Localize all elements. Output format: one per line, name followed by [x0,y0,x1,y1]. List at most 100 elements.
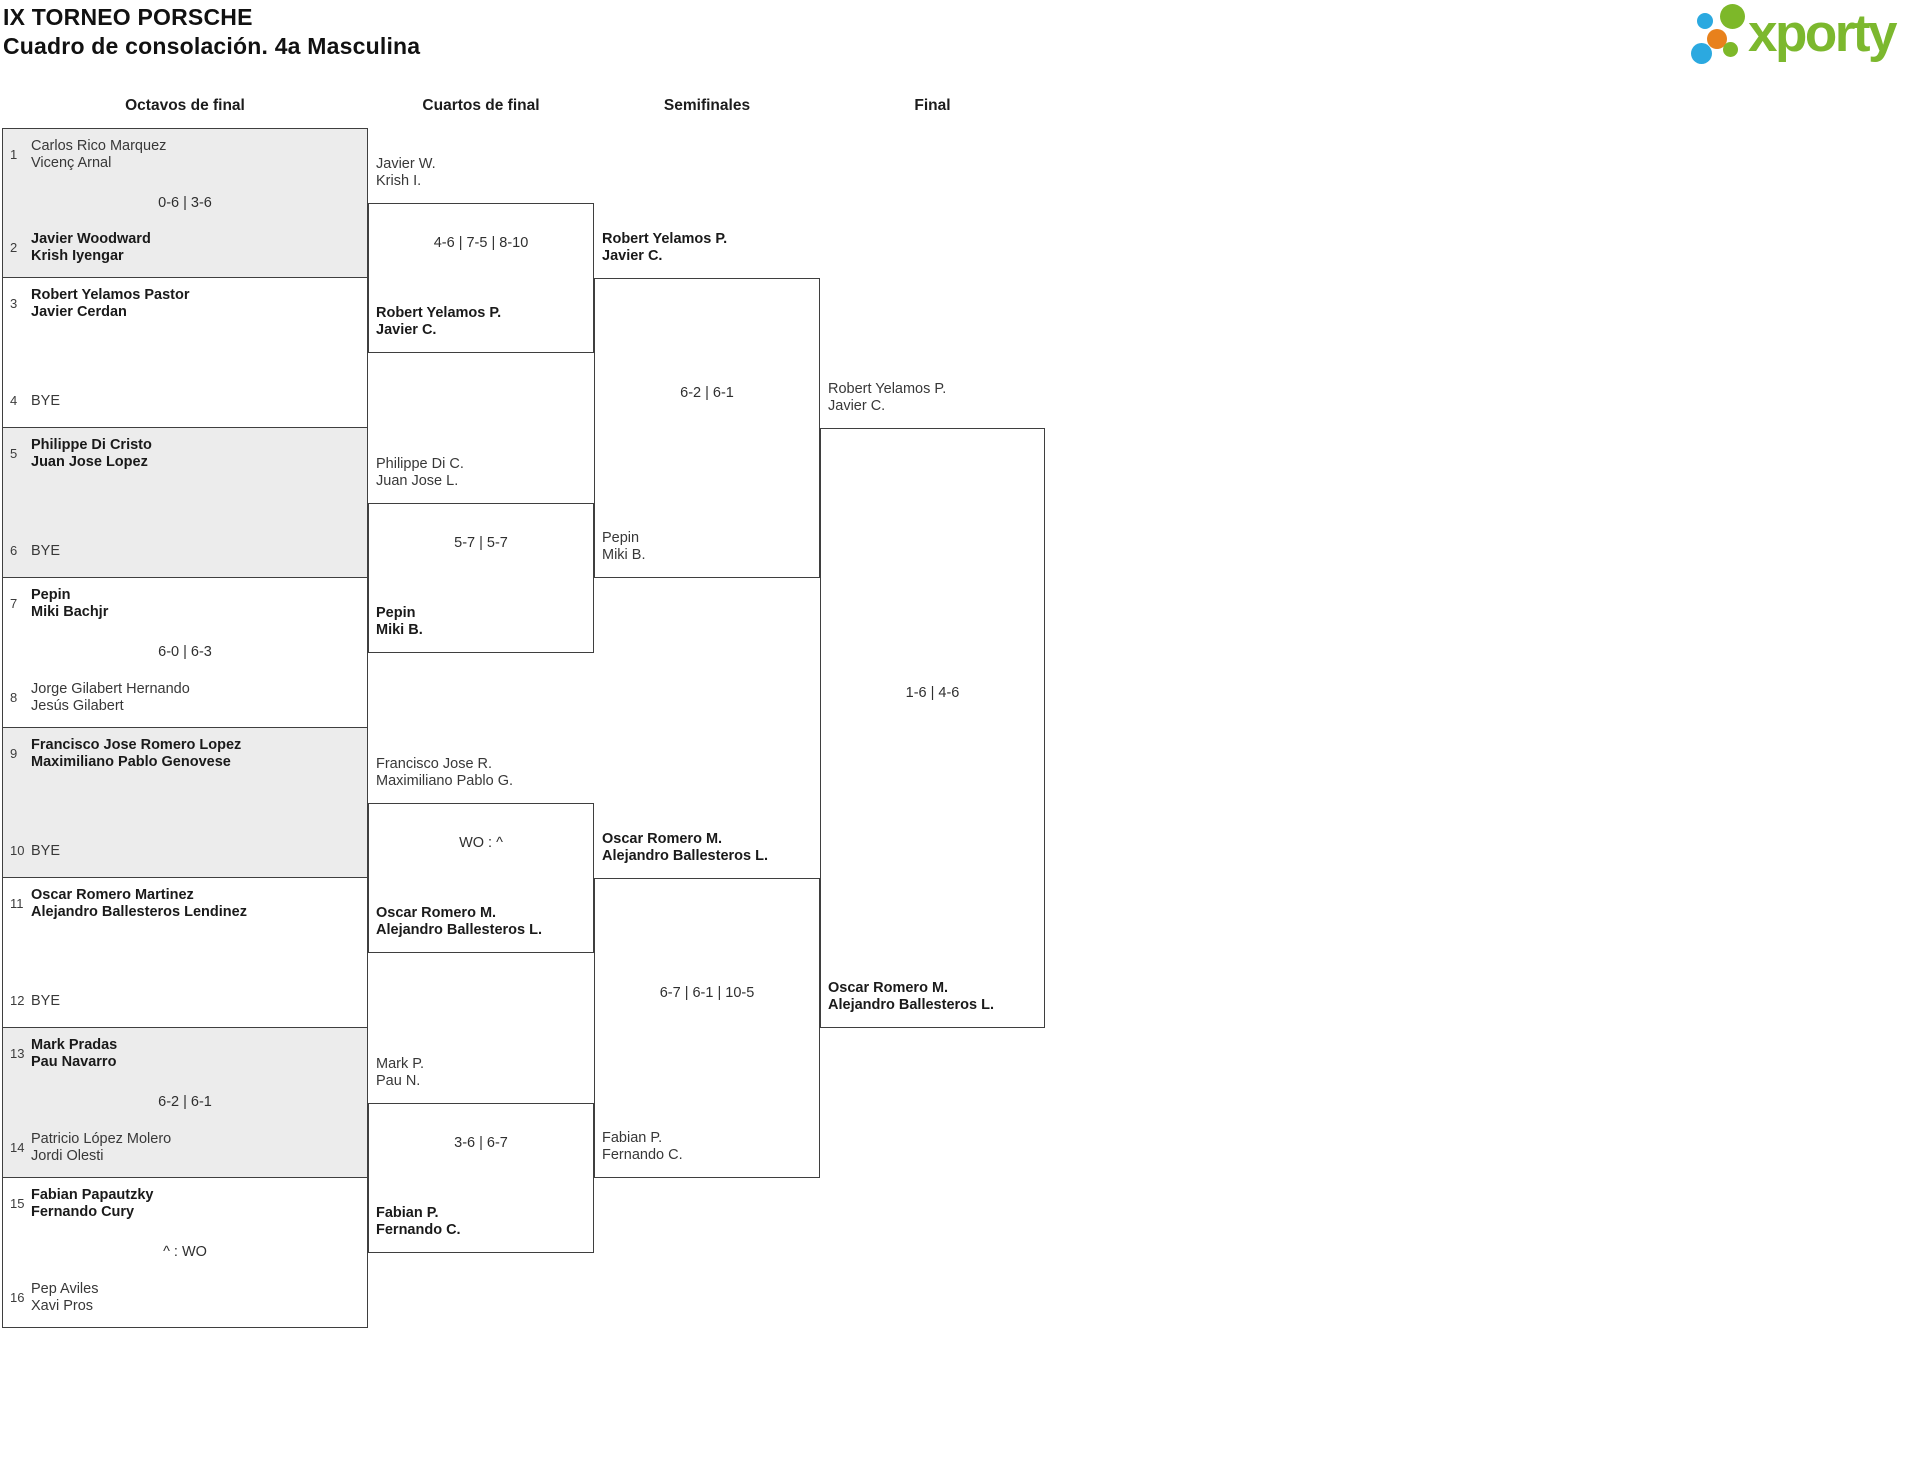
player-name: Javier Cerdan [31,303,127,320]
logo-dot-blue-small-icon [1697,13,1713,29]
player-name: Philippe Di Cristo [31,437,152,453]
match-octavos-4: 7 Pepin Miki Bachjr 6-0 | 6-3 8 Jorge Gi… [2,578,368,728]
player-name: Fernando C. [602,1146,683,1163]
player-name: Philippe Di C. [376,456,464,472]
logo-dot-green-small-icon [1723,42,1738,57]
match-cuartos-2: Philippe Di C. Juan Jose L. 5-7 | 5-7 Pe… [368,456,594,653]
match-octavos-1: 1 Carlos Rico Marquez Vicenç Arnal 0-6 |… [2,128,368,278]
match-score: 6-7 | 6-1 | 10-5 [659,985,755,1001]
match-final: Robert Yelamos P. Javier C. 1-6 | 4-6 Os… [820,381,1045,1028]
team-names: Pepin Miki B. [376,605,423,638]
team-names: BYE [31,543,60,560]
team-names: Robert Yelamos P. Javier C. [828,381,946,414]
team-names: Jorge Gilabert Hernando Jesús Gilabert [31,681,190,714]
player-name: Miki Bachjr [31,603,109,620]
team-names: Mark Pradas Pau Navarro [31,1037,117,1070]
team-names: Oscar Romero M. Alejandro Ballesteros L. [602,831,768,864]
team-row: 9 Francisco Jose Romero Lopez Maximilian… [10,737,363,770]
player-name: Alejandro Ballesteros L. [602,847,768,864]
player-name: Krish Iyengar [31,247,124,264]
player-name: Jorge Gilabert Hernando [31,681,190,697]
player-name: Fabian P. [376,1205,439,1221]
team-names: Francisco Jose R. Maximiliano Pablo G. [376,756,513,789]
team-names: Oscar Romero Martinez Alejandro Balleste… [31,887,247,920]
match-octavos-3: 5 Philippe Di Cristo Juan Jose Lopez 6 B… [2,428,368,578]
player-name: Juan Jose L. [376,472,459,489]
player-name: Javier C. [602,247,663,264]
team-row: 11 Oscar Romero Martinez Alejandro Balle… [10,887,363,920]
player-name: Carlos Rico Marquez [31,138,167,154]
player-name: Fernando Cury [31,1203,135,1220]
team-names: Carlos Rico Marquez Vicenç Arnal [31,138,166,171]
bye-label: BYE [31,992,61,1009]
match-score: 6-0 | 6-3 [158,644,212,660]
seed-number: 6 [10,543,18,559]
match-semifinal-1: Robert Yelamos P. Javier C. 6-2 | 6-1 Pe… [594,231,820,578]
team-names: Mark P. Pau N. [376,1056,424,1089]
bye-label: BYE [31,392,61,409]
round-header-semifinales: Semifinales [663,97,751,114]
team-row: 16 Pep Aviles Xavi Pros [10,1281,363,1314]
seed-number: 1 [10,147,18,162]
logo-dot-green-large-icon [1720,4,1745,29]
player-name: Robert Yelamos P. [602,231,728,247]
player-name: Miki B. [602,546,646,563]
player-name: Francisco Jose R. [376,756,493,772]
match-score: ^ : WO [163,1244,207,1260]
team-row: 3 Robert Yelamos Pastor Javier Cerdan [10,287,363,320]
logo-wordmark: xporty [1748,4,1897,63]
player-name: Vicenç Arnal [31,154,112,171]
team-names: Javier Woodward Krish Iyengar [31,231,151,264]
match-octavos-7: 13 Mark Pradas Pau Navarro 6-2 | 6-1 14 … [2,1028,368,1178]
player-name: Pepin [376,605,416,621]
player-name: Javier C. [376,321,437,338]
player-name: Mark Pradas [31,1037,118,1053]
match-semifinal-2: Oscar Romero M. Alejandro Ballesteros L.… [594,831,820,1178]
match-octavos-8: 15 Fabian Papautzky Fernando Cury ^ : WO… [2,1178,368,1328]
bye-label: BYE [31,842,61,859]
player-name: Alejandro Ballesteros L. [828,996,994,1013]
player-name: Jordi Olesti [31,1147,104,1164]
match-octavos-2: 3 Robert Yelamos Pastor Javier Cerdan 4 … [2,278,368,428]
player-name: Fabian P. [602,1130,663,1146]
seed-number: 14 [10,1140,25,1155]
team-names: Francisco Jose Romero Lopez Maximiliano … [31,737,241,770]
player-name: Alejandro Ballesteros L. [376,921,542,938]
player-name: Pep Aviles [31,1281,99,1297]
team-names: Fabian Papautzky Fernando Cury [31,1187,153,1220]
player-name: Pau Navarro [31,1053,117,1070]
player-name: Jesús Gilabert [31,697,124,714]
player-name: Robert Yelamos P. [828,381,947,397]
team-names: BYE [31,393,60,410]
team-names: Pep Aviles Xavi Pros [31,1281,98,1314]
match-cuartos-4: Mark P. Pau N. 3-6 | 6-7 Fabian P. Ferna… [368,1056,594,1253]
match-score: 4-6 | 7-5 | 8-10 [433,235,529,251]
player-name: Oscar Romero M. [828,980,949,996]
seed-number: 16 [10,1290,25,1305]
bye-label: BYE [31,542,61,559]
match-octavos-5: 9 Francisco Jose Romero Lopez Maximilian… [2,728,368,878]
seed-number: 9 [10,746,18,761]
seed-number: 3 [10,296,18,311]
team-row: 10 BYE [10,843,363,860]
team-names: Fabian P. Fernando C. [376,1205,461,1238]
match-octavos-6: 11 Oscar Romero Martinez Alejandro Balle… [2,878,368,1028]
player-name: Francisco Jose Romero Lopez [31,737,242,753]
seed-number: 11 [10,896,24,911]
player-name: Maximiliano Pablo Genovese [31,753,231,770]
team-names: Oscar Romero M. Alejandro Ballesteros L. [828,980,994,1013]
team-names: Fabian P. Fernando C. [602,1130,683,1163]
player-name: Javier Woodward [31,231,151,247]
team-names: Patricio López Molero Jordi Olesti [31,1131,171,1164]
team-names: Oscar Romero M. Alejandro Ballesteros L. [376,905,542,938]
logo-dot-orange-icon [1707,29,1727,49]
team-row: 12 BYE [10,993,363,1010]
player-name: Mark P. [376,1056,425,1072]
match-score: 0-6 | 3-6 [158,195,212,211]
team-names: BYE [31,993,60,1010]
player-name: Robert Yelamos P. [376,305,502,321]
team-names: Philippe Di C. Juan Jose L. [376,456,464,489]
round-header-cuartos: Cuartos de final [422,97,540,114]
player-name: Alejandro Ballesteros Lendinez [31,903,247,920]
